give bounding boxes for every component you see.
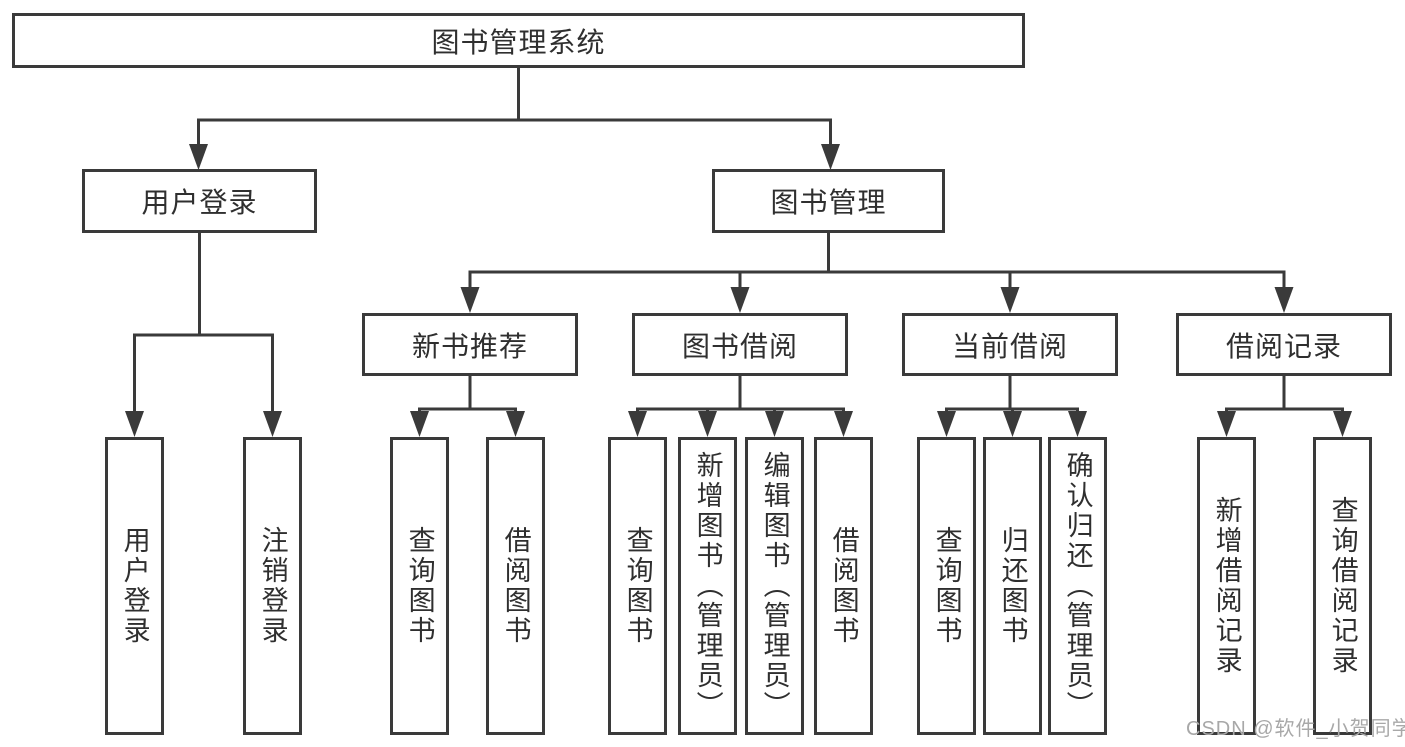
csdn-watermark: CSDN @软件_小贺同学 bbox=[1186, 718, 1405, 740]
leaf-current-query-books: 查询图书 bbox=[917, 437, 976, 735]
leaf-borrowing-query-books: 查询图书 bbox=[608, 437, 667, 735]
leaf-borrowing-borrow-books-label: 借阅图书 bbox=[828, 526, 859, 646]
leaf-borrowing-edit-books-admin: 编辑图书（管理员） bbox=[745, 437, 804, 735]
node-borrow-records: 借阅记录 bbox=[1176, 313, 1392, 376]
leaf-user-login: 用户登录 bbox=[105, 437, 164, 735]
node-user-login-label: 用户登录 bbox=[141, 187, 258, 218]
leaf-user-login-label: 用户登录 bbox=[119, 526, 150, 646]
leaf-records-query-record: 查询借阅记录 bbox=[1313, 437, 1372, 735]
node-borrow-records-label: 借阅记录 bbox=[1225, 330, 1342, 362]
leaf-borrowing-add-books-admin-label: 新增图书（管理员） bbox=[692, 451, 723, 721]
leaf-borrowing-borrow-books: 借阅图书 bbox=[814, 437, 873, 735]
node-new-book-recommend-label: 新书推荐 bbox=[411, 330, 528, 362]
node-library-system: 图书管理系统 bbox=[12, 13, 1025, 68]
leaf-current-return-books-label: 归还图书 bbox=[997, 526, 1028, 646]
node-book-management: 图书管理 bbox=[712, 169, 945, 233]
node-book-management-label: 图书管理 bbox=[770, 187, 887, 218]
leaf-records-add-record-label: 新增借阅记录 bbox=[1211, 496, 1242, 676]
leaf-logout: 注销登录 bbox=[243, 437, 302, 735]
leaf-current-return-books: 归还图书 bbox=[983, 437, 1042, 735]
leaf-borrowing-add-books-admin: 新增图书（管理员） bbox=[678, 437, 737, 735]
node-library-system-label: 图书管理系统 bbox=[431, 26, 606, 58]
leaf-logout-label: 注销登录 bbox=[257, 526, 288, 646]
node-book-borrowing-label: 图书借阅 bbox=[681, 330, 798, 362]
leaf-records-add-record: 新增借阅记录 bbox=[1197, 437, 1256, 735]
leaf-current-confirm-return-admin: 确认归还（管理员） bbox=[1048, 437, 1107, 735]
leaf-current-confirm-return-admin-label: 确认归还（管理员） bbox=[1062, 451, 1093, 721]
node-new-book-recommend: 新书推荐 bbox=[362, 313, 578, 376]
leaf-recommend-borrow-books-label: 借阅图书 bbox=[500, 526, 531, 646]
leaf-records-query-record-label: 查询借阅记录 bbox=[1327, 496, 1358, 676]
node-book-borrowing: 图书借阅 bbox=[632, 313, 848, 376]
leaf-borrowing-edit-books-admin-label: 编辑图书（管理员） bbox=[759, 451, 790, 721]
leaf-recommend-query-books: 查询图书 bbox=[390, 437, 449, 735]
node-current-borrowing: 当前借阅 bbox=[902, 313, 1118, 376]
leaf-borrowing-query-books-label: 查询图书 bbox=[622, 526, 653, 646]
leaf-current-query-books-label: 查询图书 bbox=[931, 526, 962, 646]
node-user-login: 用户登录 bbox=[82, 169, 317, 233]
leaf-recommend-borrow-books: 借阅图书 bbox=[486, 437, 545, 735]
leaf-recommend-query-books-label: 查询图书 bbox=[404, 526, 435, 646]
node-current-borrowing-label: 当前借阅 bbox=[951, 330, 1068, 362]
